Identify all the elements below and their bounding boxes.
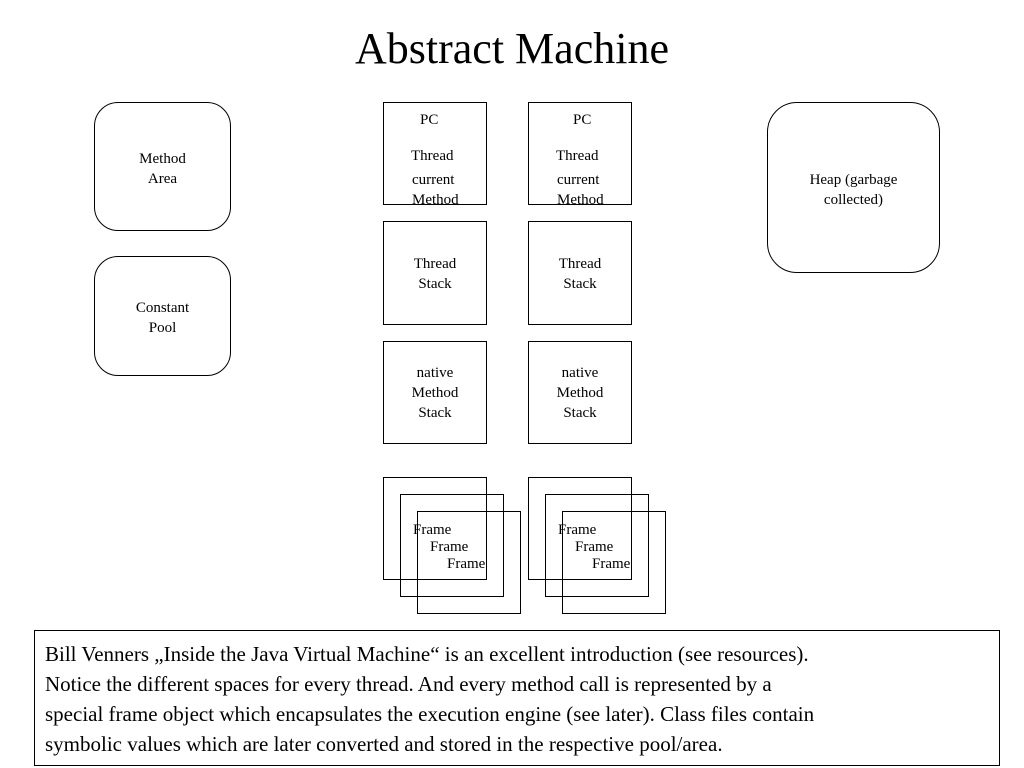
thread-stack-label-2: Stack xyxy=(418,276,452,292)
heap-box: Heap (garbage collected) xyxy=(767,102,940,273)
native-method-stack-box: native Method Stack xyxy=(528,341,632,444)
constant-pool-box: Constant Pool xyxy=(94,256,231,376)
frame-box-3 xyxy=(562,511,666,614)
current-label: current xyxy=(557,172,600,188)
thread-label: Thread xyxy=(411,148,454,164)
pc-box: PC Thread current Method xyxy=(528,102,632,208)
caption-line-1: Bill Venners „Inside the Java Virtual Ma… xyxy=(45,642,809,666)
thread-stack-label-1: Thread xyxy=(413,256,457,272)
method-label: Method xyxy=(412,192,459,208)
thread-stack-box: Thread Stack xyxy=(383,221,487,325)
slide-title: Abstract Machine xyxy=(355,24,669,73)
method-area-label-1: Method xyxy=(139,151,186,167)
frame-box-1 xyxy=(528,477,632,580)
frame-box-1 xyxy=(383,477,487,580)
frame-label-1: Frame xyxy=(558,522,597,538)
native-stack-label-3: Stack xyxy=(563,405,597,421)
frame-box-2 xyxy=(400,494,504,597)
pc-box: PC Thread current Method xyxy=(383,102,487,208)
pc-label: PC xyxy=(420,112,439,128)
current-label: current xyxy=(412,172,455,188)
method-label: Method xyxy=(557,192,604,208)
constant-pool-label-1: Constant xyxy=(135,300,190,316)
thread-stack-box: Thread Stack xyxy=(528,221,632,325)
thread-stack-label-2: Stack xyxy=(563,276,597,292)
method-area-box: Method Area xyxy=(94,102,231,231)
frame-label-2: Frame xyxy=(430,539,469,555)
pc-label: PC xyxy=(573,112,592,128)
frame-label-2: Frame xyxy=(575,539,614,555)
heap-label-1: Heap (garbage xyxy=(809,172,898,188)
frame-label-3: Frame xyxy=(447,556,486,572)
frame-box-3 xyxy=(417,511,521,614)
native-stack-label-2: Method xyxy=(411,385,459,401)
caption-box: Bill Venners „Inside the Java Virtual Ma… xyxy=(34,630,1000,766)
frame-label-1: Frame xyxy=(413,522,452,538)
caption-line-4: symbolic values which are later converte… xyxy=(45,732,723,756)
native-stack-label-1: native xyxy=(561,365,599,381)
caption-line-3: special frame object which encapsulates … xyxy=(45,702,815,726)
thread-stack-label-1: Thread xyxy=(558,256,602,272)
native-stack-label-1: native xyxy=(416,365,454,381)
frame-box-2 xyxy=(545,494,649,597)
thread-label: Thread xyxy=(556,148,599,164)
native-stack-label-2: Method xyxy=(556,385,604,401)
caption-line-2: Notice the different spaces for every th… xyxy=(45,672,772,696)
native-stack-label-3: Stack xyxy=(418,405,452,421)
heap-label-2: collected) xyxy=(823,192,884,208)
frame-label-3: Frame xyxy=(592,556,631,572)
constant-pool-label-2: Pool xyxy=(148,320,177,336)
method-area-label-2: Area xyxy=(147,171,178,187)
native-method-stack-box: native Method Stack xyxy=(383,341,487,444)
